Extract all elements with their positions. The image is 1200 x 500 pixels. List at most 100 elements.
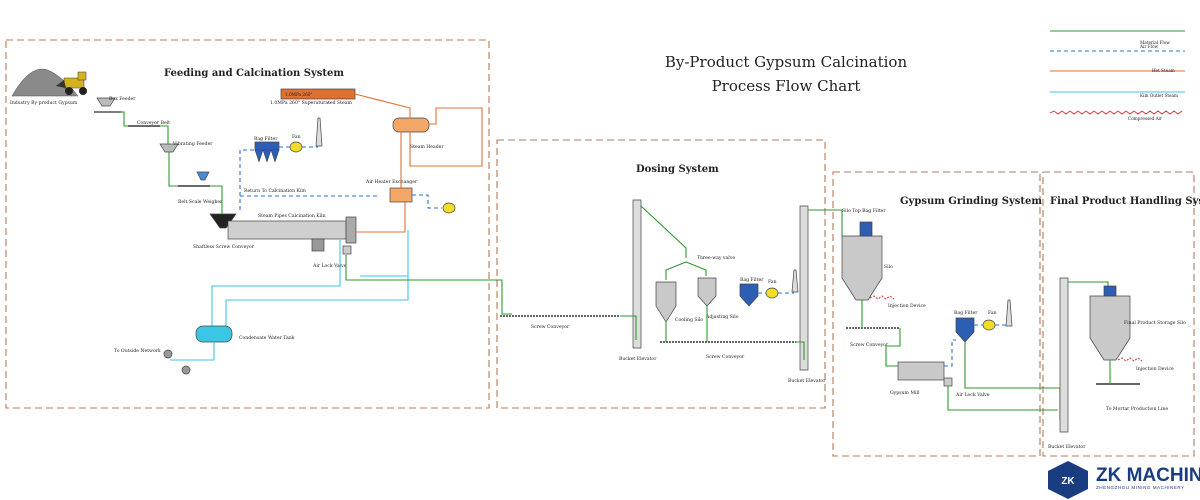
silo-top-bag-filter [859,221,873,237]
section-box-dosing [496,139,826,409]
label-screw-conveyor-2: Screw Conveyor [706,354,745,360]
chart-title-line1: By-Product Gypsum Calcination [665,53,908,71]
label-three-way: Three-way valve [697,255,735,261]
final-silo-top-filter [1103,285,1117,297]
belt-scale-hopper [196,171,210,181]
label-to-mortar: To Mortar Production Line [1106,406,1168,412]
flow-screw2-to-elevator-2 [796,341,805,360]
stack-3 [1005,299,1013,327]
flow-mill-out [947,386,1058,411]
label-steam-header: Steam Header [410,144,444,150]
label-air-lock-valve-2: Air Lock Valve [955,392,990,398]
label-conveyor-belt: Conveyor Belt [137,120,170,126]
label-silo: Silo [884,264,893,270]
stack-2 [791,269,799,293]
label-screw-conveyor-1: Screw Conveyor [531,324,570,330]
label-vibrating-feeder: Vibrating Feeder [172,141,213,147]
section-title-dosing: Dosing System [636,164,719,175]
label-air-heater: Air Heater Exchanger [365,179,418,185]
brand-mark-icon [1048,461,1088,499]
flow-screw-to-elevator-1 [620,315,637,340]
chart-title-line2: Process Flow Chart [712,77,861,95]
fan-3 [982,319,996,331]
fan-1 [289,141,303,153]
box-feeder [96,97,116,107]
final-product-silo [1089,295,1131,361]
kiln-steam-to-tank [225,276,409,326]
label-steam-input: 1.0MPa 260° [285,92,313,97]
flow-vib-to-scale [168,152,178,187]
flow-elevator2-to-silo [808,209,843,236]
air-lock-valve-1 [342,245,352,255]
section-box-feeding [5,39,490,409]
vibrating-feeder [159,143,179,153]
adjusting-silo [697,277,717,307]
flow-valve-to-silos [665,261,707,280]
flow-scale-to-screw [210,185,223,214]
kiln-outlet-hood [345,216,357,244]
label-adjusting-silo: Adjusting Silo [705,314,739,320]
legend-label-air: Air Flow [1139,44,1158,49]
legend-line-compressed [1049,110,1183,115]
bucket-elevator-3 [1059,277,1069,433]
pump-2 [181,365,191,375]
label-shaftless-screw: Shaftless Screw Conveyor [193,244,255,250]
section-box-final [1042,171,1195,457]
flow-silos-to-screw-2 [665,306,708,342]
section-title-grinding: Gypsum Grinding System [900,196,1042,207]
flow-mill-to-elevator-3 [964,342,1061,420]
label-belt-scale: Belt Scale Weigher [178,199,223,205]
label-bucket-elevator-2: Bucket Elevator [788,378,826,384]
bucket-elevator-2 [799,205,809,371]
label-bucket-elevator-3: Bucket Elevator [1048,444,1086,450]
gypsum-mill [897,361,945,381]
condensate-tank [195,325,233,343]
label-final-silo: Final Product Storage Silo [1124,320,1186,326]
flow-elevator3-to-silo [1068,281,1109,294]
section-title-feeding: Feeding and Calcination System [164,68,344,79]
label-steam-pipe-kiln: Steam Pipes Calcination Kiln [258,213,326,219]
shaftless-screw-hopper [209,213,237,229]
section-box-grinding [832,171,1041,457]
label-gypsum-mill: Gypsum Mill [890,390,920,396]
label-to-outside: To Outside Network [114,348,161,354]
bag-filter-1 [254,141,280,163]
legend-label-compressed: Compressed Air [1128,116,1162,121]
flow-belt-to-vibfeeder [160,125,169,144]
steam-to-kiln [356,202,406,233]
kiln-drive [311,238,325,252]
kiln-steam-loop-2 [360,230,409,277]
air-heater-fan [442,202,456,214]
calcination-kiln [227,220,347,240]
label-industry-gypsum: Industry By-product Gypsum [10,100,78,106]
flow-box-to-belt [120,111,128,127]
air-heater-exchanger [389,187,413,203]
brand-subtitle: ZHENGZHOU MINING MACHINERY [1096,485,1185,490]
label-superheated-steam: 1.0MPa 260° Superaturated Steam [270,100,352,106]
injection-device-1 [869,295,895,300]
bag-filter-2 [739,283,759,307]
section-title-final: Final Product Handling System [1050,196,1200,207]
air-kiln-to-filter-1 [239,149,255,210]
tank-to-pumps [170,342,215,361]
air-mill-to-filter [944,339,956,367]
label-bucket-elevator-1: Bucket Elevator [619,356,657,362]
label-injection-1: Injection Device [888,303,926,309]
label-fan-1: Fan [292,134,301,140]
label-condensate-tank: Condensate Water Tank [239,335,295,341]
wheel-loader-icon [56,71,87,95]
label-bag-filter-2: Bag Filter [740,277,764,283]
label-return-kiln: Return To Calcination Kiln [244,188,306,194]
brand-logo: ZK ZK MACHINE ZHENGZHOU MINING MACHINERY [1048,461,1200,499]
steam-header-loop [409,107,483,167]
air-heater-to-fan [412,194,442,209]
legend-label-hot-steam: Hot Steam [1152,68,1175,73]
brand-name: ZK MACHINE [1096,465,1200,486]
label-screw-conveyor-3: Screw Conveyor [850,342,889,348]
label-cooling-silo: Cooling Silo [675,317,703,323]
bag-filter-3 [955,317,975,343]
legend: Material Flow Air Flow Hot Steam Kiln Ou… [1049,30,1185,121]
fan-2 [765,287,779,299]
flow-screw3-to-mill [885,328,901,367]
label-fan-3: Fan [988,310,997,316]
